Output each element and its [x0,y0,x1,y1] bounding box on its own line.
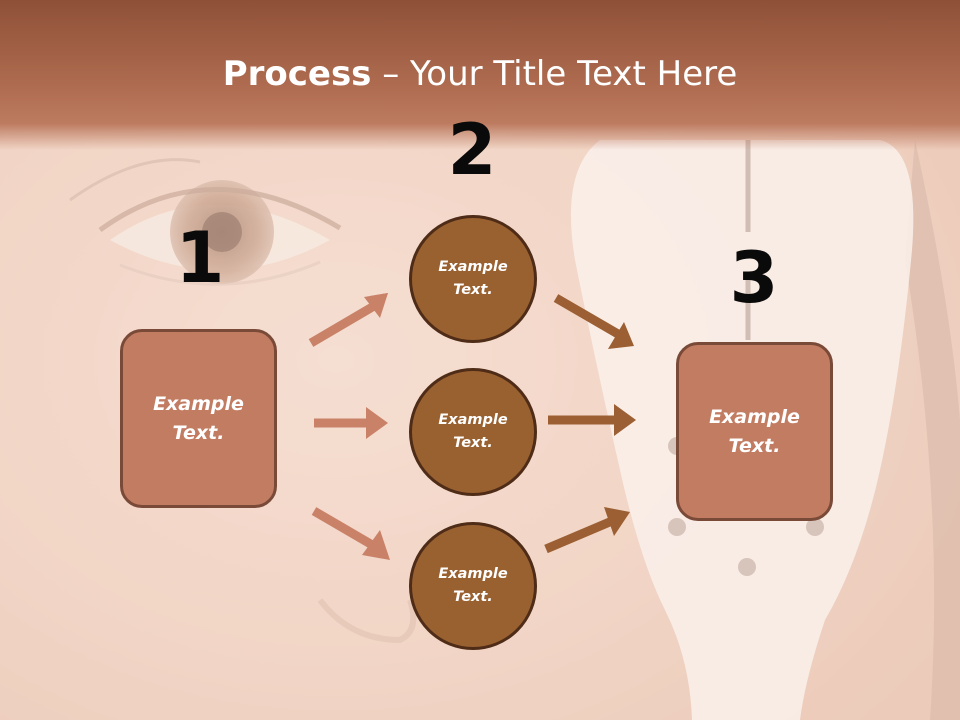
arrow-left-to-middle [314,407,388,439]
arrow-left-to-top-thick [308,293,388,347]
title-band [0,0,960,150]
arrow-left-to-bottom [311,507,390,560]
step-2-circle-top: Example Text. [409,215,537,343]
step-number-2: 2 [447,109,497,191]
circle-bottom-line1: Example [438,566,508,582]
arrow-top-to-right [553,294,634,349]
title-bold: Process [222,54,372,94]
step-3-text-line2: Text. [728,434,781,457]
circle-bottom-line2: Text. [453,589,493,605]
step-number-3: 3 [729,237,779,319]
arrow-bottom-to-right [544,507,630,554]
circle-top-line1: Example [438,259,508,275]
title-rest: – Your Title Text Here [371,54,738,94]
step-2-circle-bottom: Example Text. [409,522,537,650]
circle-middle-line1: Example [438,412,508,428]
circle-middle-line2: Text. [453,435,493,451]
step-3-text-line1: Example [709,405,800,428]
step-3-box: Example Text. [676,342,833,521]
step-1-box: Example Text. [120,329,277,508]
step-1-text-line2: Text. [172,421,225,444]
step-2-circle-middle: Example Text. [409,368,537,496]
circle-top-line2: Text. [453,282,493,298]
slide-title: Process – Your Title Text Here [0,52,960,96]
step-number-1: 1 [175,217,225,299]
arrow-middle-to-right [548,404,636,436]
step-1-text-line1: Example [153,392,244,415]
